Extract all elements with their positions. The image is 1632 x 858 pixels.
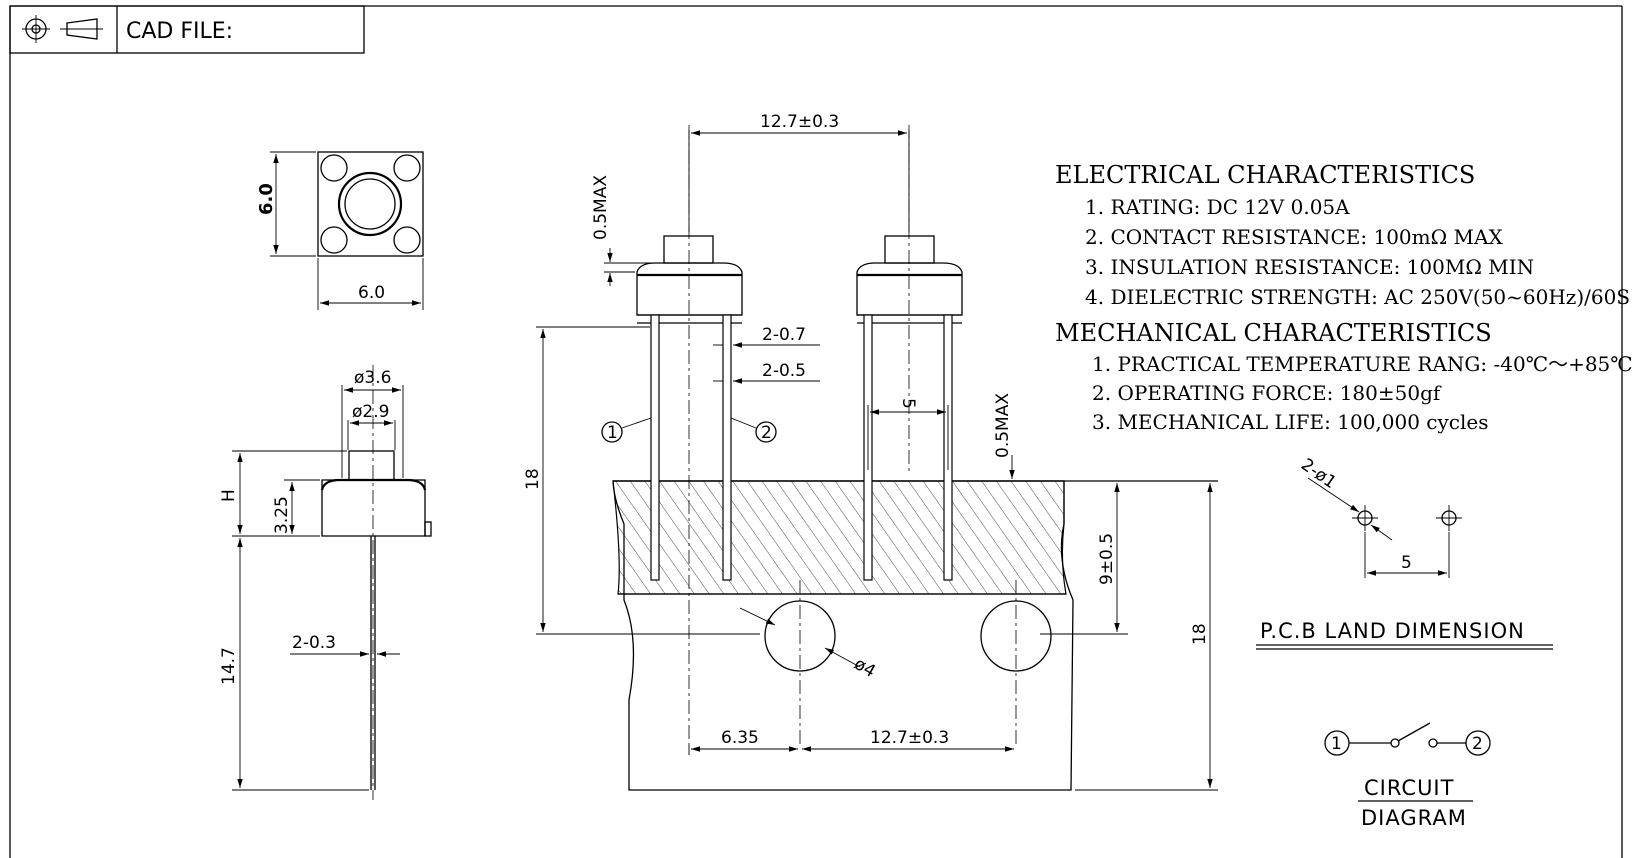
electrical-characteristics: ELECTRICAL CHARACTERISTICS 1. RATING: DC… [1055, 161, 1630, 309]
dim-18-left: 18 [523, 468, 543, 490]
pin-1-label: 1 [607, 423, 618, 443]
dim-pin-05: 2-0.5 [762, 361, 806, 381]
dim-d29: ø2.9 [352, 402, 389, 422]
pcb-land-dimension: 2-ø1 5 P.C.B LAND DIMENSION [1256, 455, 1553, 650]
dim-lead-length: 14.7 [219, 647, 239, 685]
top-view: 6.0 6.0 [256, 151, 424, 310]
dim-18-right: 18 [1190, 623, 1210, 645]
mechanical-item-1: 1. PRACTICAL TEMPERATURE RANG: -40℃～+85℃ [1092, 352, 1632, 376]
title-block: CAD FILE: [9, 5, 365, 54]
dim-top-width: 6.0 [358, 283, 385, 303]
front-view: 12.7±0.3 0.5MAX 2-0.7 2-0.5 5 0.5MAX 1 2 [523, 112, 1218, 791]
mechanical-heading: MECHANICAL CHARACTERISTICS [1055, 319, 1492, 347]
dim-325: 3.25 [272, 496, 292, 534]
mechanical-characteristics: MECHANICAL CHARACTERISTICS 1. PRACTICAL … [1055, 319, 1632, 434]
dim-pitch-bottom: 12.7±0.3 [870, 728, 949, 748]
dim-max-a: 0.5MAX [591, 175, 611, 240]
mechanical-item-2: 2. OPERATING FORCE: 180±50gf [1092, 381, 1442, 405]
circuit-diagram: 1 2 CIRCUIT DIAGRAM [1324, 722, 1491, 830]
pcb-holes-dim: 2-ø1 [1297, 455, 1340, 493]
dim-d36: ø3.6 [354, 368, 391, 388]
dim-h: H [219, 489, 239, 502]
dim-pin-07: 2-0.7 [762, 325, 806, 345]
dim-hole-dia: ø4 [851, 654, 879, 682]
dim-top-height: 6.0 [256, 183, 277, 215]
pcb-pitch-dim: 5 [1401, 553, 1412, 573]
dim-five: 5 [898, 398, 918, 409]
dim-pitch-top: 12.7±0.3 [760, 112, 839, 132]
third-angle-projection-icon [22, 15, 103, 43]
dim-offset-635: 6.35 [721, 728, 759, 748]
electrical-item-1: 1. RATING: DC 12V 0.05A [1085, 195, 1350, 219]
pin-2-label: 2 [761, 423, 772, 443]
cad-file-label: CAD FILE: [126, 19, 233, 44]
dim-max-b: 0.5MAX [993, 393, 1013, 458]
side-view: ø3.6 ø2.9 H 3.25 14.7 2-0.3 [219, 365, 432, 800]
electrical-item-4: 4. DIELECTRIC STRENGTH: AC 250V(50~60Hz)… [1085, 285, 1630, 309]
circuit-title-2: DIAGRAM [1361, 806, 1467, 830]
dim-lead-width: 2-0.3 [292, 633, 336, 653]
circuit-pin-1: 1 [1331, 734, 1342, 754]
circuit-title-1: CIRCUIT [1364, 776, 1454, 800]
electrical-heading: ELECTRICAL CHARACTERISTICS [1055, 161, 1475, 189]
dim-9: 9±0.5 [1097, 533, 1117, 585]
electrical-item-3: 3. INSULATION RESISTANCE: 100MΩ MIN [1085, 255, 1534, 279]
electrical-item-2: 2. CONTACT RESISTANCE: 100mΩ MAX [1085, 225, 1503, 249]
circuit-pin-2: 2 [1472, 734, 1483, 754]
mechanical-item-3: 3. MECHANICAL LIFE: 100,000 cycles [1092, 410, 1489, 434]
pcb-land-title: P.C.B LAND DIMENSION [1260, 619, 1525, 643]
